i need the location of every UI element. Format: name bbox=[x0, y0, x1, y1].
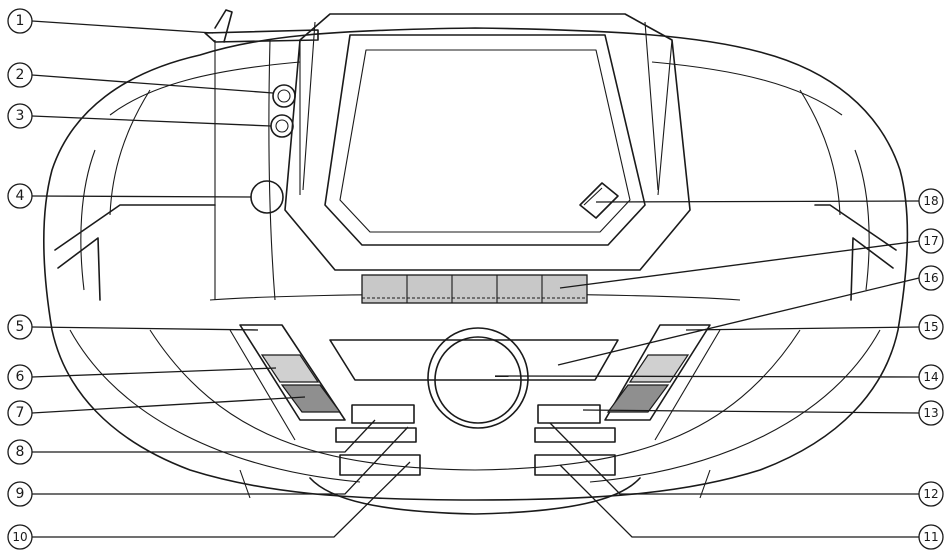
callout-number: 12 bbox=[923, 487, 938, 501]
callout-number: 10 bbox=[12, 530, 27, 544]
callout-14: 14 bbox=[918, 364, 944, 390]
leader-lines bbox=[31, 20, 920, 538]
callout-number: 6 bbox=[16, 369, 25, 385]
display-window bbox=[329, 339, 619, 381]
callout-number: 5 bbox=[16, 319, 25, 335]
left-tape-panel bbox=[229, 324, 346, 441]
antenna bbox=[204, 9, 319, 43]
cd-door bbox=[284, 13, 691, 271]
callout-12: 12 bbox=[918, 481, 944, 507]
callout-number: 11 bbox=[923, 530, 938, 544]
callout-number: 18 bbox=[923, 194, 938, 208]
callout-8: 8 bbox=[7, 439, 33, 465]
callout-number: 14 bbox=[923, 370, 938, 384]
callout-16: 16 bbox=[918, 265, 944, 291]
callout-11: 11 bbox=[918, 524, 944, 550]
callout-2: 2 bbox=[7, 62, 33, 88]
callout-number: 8 bbox=[16, 444, 25, 460]
callout-number: 1 bbox=[16, 13, 25, 29]
callout-number: 3 bbox=[16, 108, 25, 124]
callout-number: 17 bbox=[923, 234, 938, 248]
callout-18: 18 bbox=[918, 188, 944, 214]
base bbox=[239, 469, 711, 515]
callout-number: 2 bbox=[16, 67, 25, 83]
left-panel bbox=[214, 39, 296, 301]
callout-number: 4 bbox=[16, 188, 25, 204]
callout-6: 6 bbox=[7, 364, 33, 390]
callout-15: 15 bbox=[918, 314, 944, 340]
callout-1: 1 bbox=[7, 8, 33, 34]
callout-4: 4 bbox=[7, 183, 33, 209]
callout-number: 7 bbox=[16, 405, 25, 421]
callout-number: 16 bbox=[923, 271, 938, 285]
callout-5: 5 bbox=[7, 314, 33, 340]
callout-number: 9 bbox=[16, 486, 25, 502]
boombox-body bbox=[42, 27, 909, 501]
lower-buttons bbox=[335, 404, 616, 476]
callout-10: 10 bbox=[7, 524, 33, 550]
preset-button-row bbox=[361, 274, 588, 304]
callout-13: 13 bbox=[918, 400, 944, 426]
right-tape-panel bbox=[604, 324, 721, 441]
volume-knob bbox=[427, 327, 529, 429]
callout-9: 9 bbox=[7, 481, 33, 507]
callout-number: 15 bbox=[923, 320, 938, 334]
cd-door-open-tab bbox=[579, 182, 619, 219]
callout-3: 3 bbox=[7, 103, 33, 129]
callout-17: 17 bbox=[918, 228, 944, 254]
callout-7: 7 bbox=[7, 400, 33, 426]
callout-number: 13 bbox=[923, 406, 938, 420]
